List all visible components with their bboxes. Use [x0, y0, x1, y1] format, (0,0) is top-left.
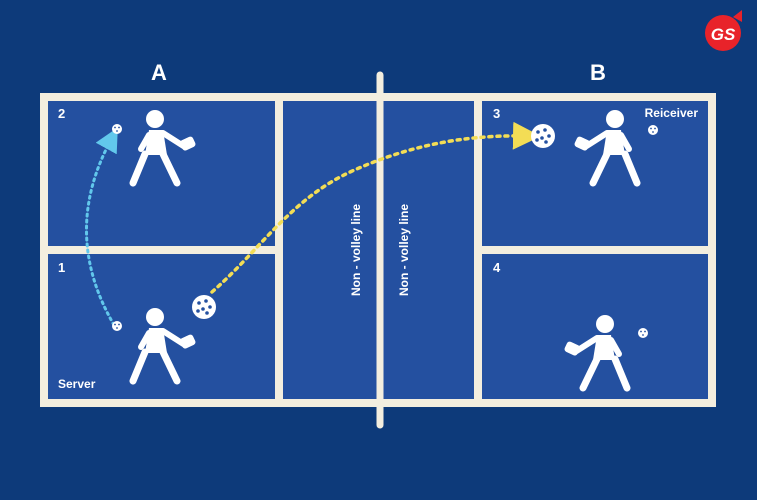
box-number-4: 4 [493, 260, 501, 275]
team-label-b: B [590, 60, 606, 85]
ball-icon-landing [531, 124, 555, 148]
cyan-dotted-arrow-icon [85, 127, 118, 327]
gs-logo: GS [705, 10, 742, 51]
box-number-1: 1 [58, 260, 65, 275]
team-label-a: A [151, 60, 167, 85]
non-volley-label-left: Non - volley line [349, 204, 363, 296]
non-volley-label-right: Non - volley line [397, 204, 411, 296]
box-number-2: 2 [58, 106, 65, 121]
logo-text: GS [711, 25, 736, 44]
box-number-3: 3 [493, 106, 500, 121]
ball-icon-box1 [112, 321, 122, 331]
ball-icon-box3 [648, 125, 658, 135]
ball-icon-serve [192, 295, 216, 319]
server-label: Server [58, 377, 96, 391]
receiver-label: Reiceiver [645, 106, 699, 120]
ball-icon-box4 [638, 328, 648, 338]
ball-icon-box2 [112, 124, 122, 134]
yellow-dotted-arrow-icon [210, 121, 541, 294]
